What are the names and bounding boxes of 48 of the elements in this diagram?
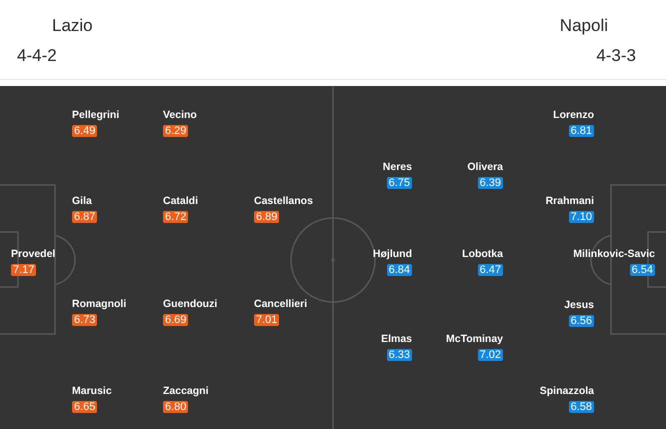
rating-badge: 6.89	[254, 211, 280, 223]
rating-badge: 6.56	[568, 315, 594, 327]
rating-badge: 6.29	[163, 125, 188, 137]
rating-badge: 6.81	[568, 125, 594, 137]
formation: 4-4-2	[17, 46, 57, 66]
player-name: Spinazzola	[540, 384, 594, 398]
player-name: Zaccagni	[163, 384, 209, 398]
player-name: Romagnoli	[72, 297, 126, 311]
player-name: Castellanos	[254, 194, 313, 208]
player-name: Provedel	[11, 247, 56, 261]
player-name: Marusic	[72, 384, 112, 398]
player-name: Olivera	[467, 160, 503, 174]
rating-badge: 6.47	[478, 264, 503, 276]
player-name: Gila	[72, 194, 92, 208]
rating-badge: 6.39	[478, 177, 503, 189]
rating-badge: 7.10	[568, 211, 594, 223]
rating-badge: 6.33	[386, 349, 412, 361]
rating-badge: 6.69	[163, 314, 188, 326]
player-name: Elmas	[381, 332, 412, 346]
rating-badge: 6.65	[72, 401, 98, 413]
player-name: Højlund	[372, 247, 412, 261]
player-name: Pellegrini	[72, 108, 120, 122]
player-name: Lorenzo	[553, 108, 594, 122]
player-name: Milinkovic-Savic	[573, 247, 655, 261]
rating-badge: 7.01	[254, 314, 280, 326]
player-name: McTominay	[446, 332, 503, 346]
rating-badge: 7.02	[478, 349, 503, 361]
team-name: Napoli	[560, 16, 608, 36]
team-name: Lazio	[52, 16, 93, 36]
rating-badge: 6.87	[72, 211, 98, 223]
player-name: Guendouzi	[163, 297, 218, 311]
rating-badge: 6.54	[630, 264, 655, 276]
formation: 4-3-3	[596, 46, 636, 66]
player-name: Jesus	[564, 298, 594, 312]
player-name: Rrahmani	[546, 194, 594, 208]
rating-badge: 6.73	[72, 314, 98, 326]
player-name: Vecino	[163, 108, 197, 122]
player-name: Lobotka	[462, 247, 503, 261]
rating-badge: 6.75	[386, 177, 412, 189]
rating-badge: 6.49	[72, 125, 98, 137]
player-name: Cataldi	[163, 194, 198, 208]
rating-badge: 6.84	[386, 264, 412, 276]
player-name: Neres	[382, 160, 412, 174]
rating-badge: 6.80	[163, 401, 188, 413]
rating-badge: 6.72	[163, 211, 188, 223]
player-name: Cancellieri	[254, 297, 308, 311]
rating-badge: 6.58	[568, 401, 594, 413]
rating-badge: 7.17	[11, 264, 36, 276]
